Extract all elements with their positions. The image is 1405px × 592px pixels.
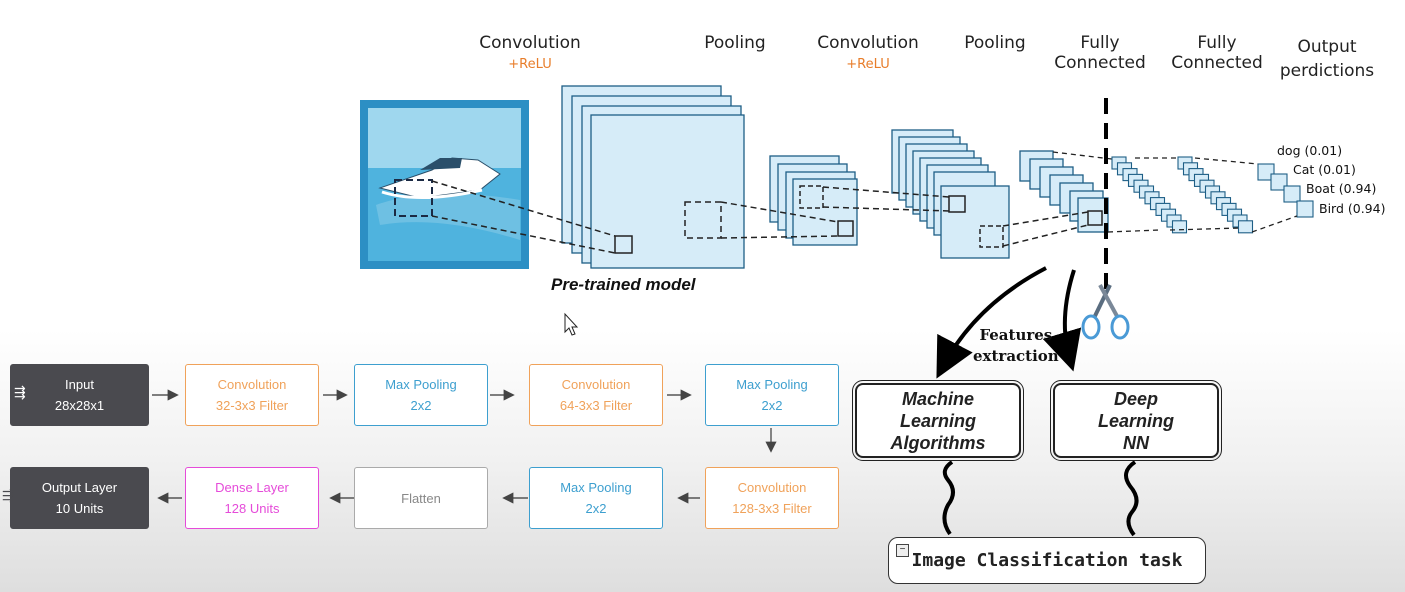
flatten-box: Flatten bbox=[354, 467, 488, 529]
dl-nn-box: Deep Learning NN bbox=[1050, 380, 1222, 461]
cursor-icon bbox=[564, 312, 579, 336]
fc-node bbox=[1171, 220, 1188, 234]
layer-label-fc1: Fully Connected bbox=[1054, 33, 1146, 73]
pretrained-model-label: Pre-trained model bbox=[551, 275, 696, 294]
input-sub: 28x28x1 bbox=[54, 398, 105, 413]
pool2-stack bbox=[1019, 150, 1109, 233]
fc-node bbox=[1237, 220, 1254, 234]
output-nodes bbox=[1257, 163, 1314, 218]
prediction-bird: Bird (0.94) bbox=[1319, 201, 1386, 216]
input-box: Input 28x28x1 bbox=[10, 364, 149, 426]
prediction-dog: dog (0.01) bbox=[1277, 143, 1343, 158]
ml-arrow bbox=[936, 266, 1047, 379]
layer-label-fc2: Fully Connected bbox=[1171, 33, 1263, 73]
layer-label-pool2: Pooling bbox=[964, 33, 1026, 53]
dl-connector bbox=[1124, 460, 1139, 537]
input-port-icon: ⇶ bbox=[14, 384, 26, 400]
scissors-icon bbox=[1081, 284, 1130, 340]
layer-label-pool1: Pooling bbox=[704, 33, 766, 53]
ml-algorithms-box: Machine Learning Algorithms bbox=[852, 380, 1024, 461]
output-port-icon: ⇶ bbox=[2, 487, 14, 503]
features-extraction-label: Features extraction bbox=[973, 326, 1059, 365]
ml-connector bbox=[942, 460, 955, 536]
layer-label-conv1: Convolution+ReLU bbox=[479, 33, 581, 72]
layer-label-output: Output perdictions bbox=[1279, 37, 1375, 81]
prediction-boat: Boat (0.94) bbox=[1306, 181, 1377, 196]
fc1-stack bbox=[1111, 156, 1188, 234]
flow-arrows bbox=[152, 389, 777, 504]
input-title: Input bbox=[65, 377, 94, 392]
dl-arrow bbox=[1042, 269, 1082, 372]
image-classification-task: Image Classification task bbox=[888, 537, 1206, 584]
fc2-stack bbox=[1177, 156, 1254, 234]
conv2-stack bbox=[891, 129, 1010, 259]
conv1-stack bbox=[561, 85, 745, 269]
pool1-stack bbox=[769, 155, 858, 246]
prediction-cat: Cat (0.01) bbox=[1293, 162, 1356, 177]
collapse-icon[interactable]: − bbox=[896, 544, 909, 557]
layer-label-conv2: Convolution+ReLU bbox=[817, 33, 919, 72]
